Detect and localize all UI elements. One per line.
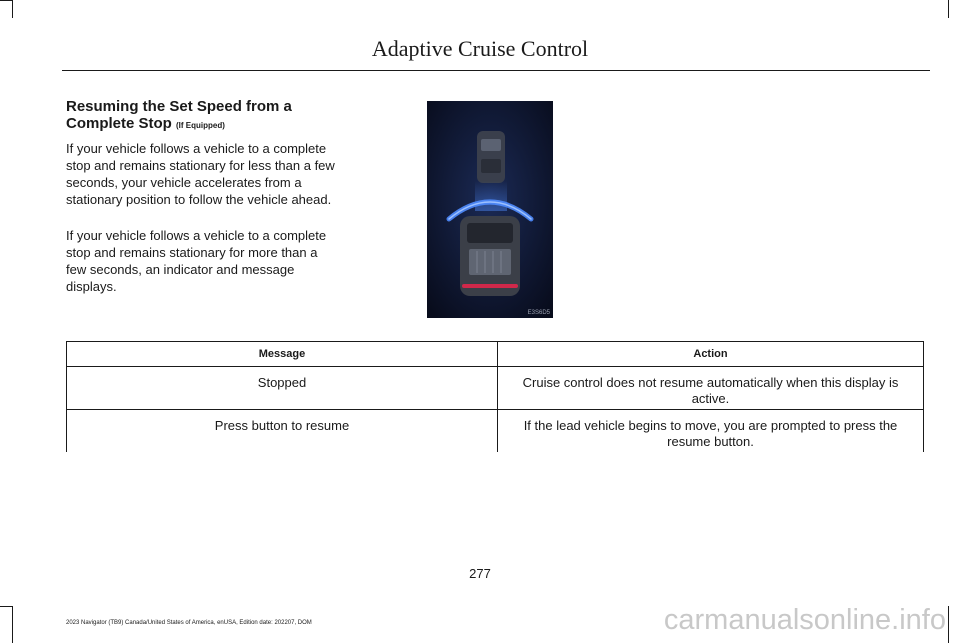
lead-vehicle-icon <box>477 131 505 183</box>
header-rule <box>62 70 930 71</box>
page-header-title: Adaptive Cruise Control <box>371 36 589 61</box>
crop-mark <box>0 606 12 607</box>
column-header-action: Action <box>497 341 924 367</box>
table-header-row: Message Action <box>66 341 924 367</box>
crop-mark <box>12 606 13 643</box>
paragraph: If your vehicle follows a vehicle to a c… <box>66 228 327 294</box>
radar-arc-highlight <box>448 201 532 220</box>
crop-mark <box>948 0 949 18</box>
section-title-text: Resuming the Set Speed from a Complete S… <box>66 98 292 132</box>
crop-mark <box>0 0 12 1</box>
section-title: Resuming the Set Speed from a Complete S… <box>66 98 356 134</box>
table-row: Stopped Cruise control does not resume a… <box>66 366 924 410</box>
message-cell: Stopped <box>66 366 498 410</box>
crop-mark <box>948 606 949 643</box>
action-cell: Cruise control does not resume automatic… <box>497 366 924 410</box>
column-header-message: Message <box>66 341 498 367</box>
figure-label: E3S6D5 <box>527 310 550 316</box>
footer-text: 2023 Navigator (TB9) Canada/United State… <box>66 620 312 626</box>
table-row: Press button to resume If the lead vehic… <box>66 409 924 452</box>
vehicle-radar-svg <box>427 101 553 318</box>
message-cell: Press button to resume <box>66 409 498 452</box>
page-number: 277 <box>469 566 491 581</box>
vehicle-radar-illustration: E3S6D5 <box>427 101 553 318</box>
crop-mark <box>12 0 13 18</box>
paragraph: If your vehicle follows a vehicle to a c… <box>66 141 335 207</box>
message-table: Message Action Stopped Cruise control do… <box>66 341 924 452</box>
watermark-text: carmanualsonline.info <box>663 604 946 636</box>
light-trail <box>475 181 507 211</box>
action-cell: If the lead vehicle begins to move, you … <box>497 409 924 452</box>
own-vehicle-icon <box>460 216 520 296</box>
section-qualifier: (If Equipped) <box>176 121 225 130</box>
